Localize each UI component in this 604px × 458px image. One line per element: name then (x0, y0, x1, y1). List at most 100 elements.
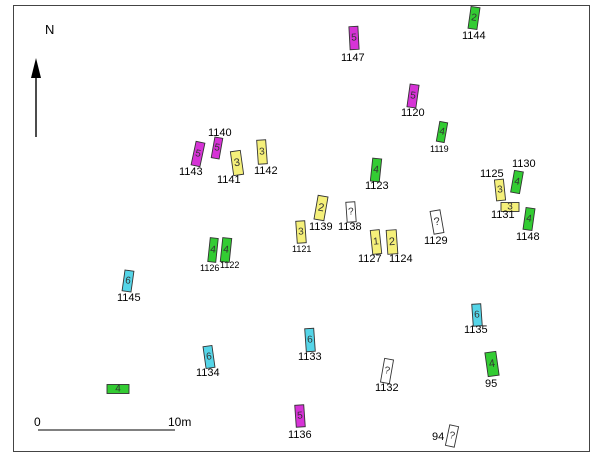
feature-marker: 3 (500, 202, 520, 213)
feature-number: 3 (233, 157, 241, 170)
feature-marker: 2 (313, 194, 329, 222)
feature-marker: 4 (510, 169, 524, 195)
feature-marker: ? (444, 424, 460, 448)
feature-number: 2 (389, 236, 396, 248)
feature-id-label: 1131 (491, 209, 515, 221)
feature-id-label: 1148 (516, 231, 540, 243)
feature-marker: 5 (348, 25, 360, 51)
feature-number: 6 (307, 334, 314, 345)
feature-marker: 3 (493, 178, 507, 202)
feature-number: 4 (210, 244, 217, 256)
feature-rect (444, 424, 460, 448)
feature-id-label: 1132 (375, 382, 399, 394)
feature-marker: 5 (406, 83, 420, 109)
feature-rect (207, 237, 219, 263)
feature-number: 5 (213, 142, 221, 154)
feature-rect (467, 5, 481, 31)
feature-id-label: 1127 (358, 253, 382, 265)
feature-id-label: 1143 (179, 166, 203, 178)
feature-marker: ? (379, 357, 395, 385)
feature-rect (295, 220, 307, 244)
feature-rect (210, 136, 224, 160)
feature-number: 6 (124, 275, 131, 287)
feature-number: 3 (298, 226, 305, 237)
feature-number: 4 (525, 213, 532, 225)
feature-id-label: 1122 (220, 260, 240, 270)
feature-rect (493, 178, 507, 202)
feature-rect (294, 404, 306, 428)
feature-rect (379, 357, 395, 385)
feature-marker: 5 (190, 140, 206, 168)
feature-rect (369, 157, 383, 183)
feature-number: 3 (259, 146, 266, 157)
feature-rect (256, 139, 268, 165)
feature-id-label: 1141 (217, 174, 241, 186)
feature-number: 4 (488, 358, 496, 371)
feature-rect (510, 169, 524, 195)
feature-id-label: 1145 (117, 292, 141, 304)
feature-rect (435, 120, 449, 144)
feature-rect (304, 327, 316, 353)
scale-start-label: 0 (34, 415, 41, 429)
feature-rect (429, 209, 445, 235)
feature-marker: ? (429, 209, 445, 235)
feature-marker: 6 (202, 344, 216, 370)
feature-marker: 4 (219, 237, 233, 263)
feature-rect (313, 194, 329, 222)
feature-rect (219, 237, 233, 263)
feature-marker: 4 (207, 237, 219, 263)
feature-id-label: 1140 (208, 127, 232, 139)
feature-number: 4 (373, 164, 380, 176)
feature-marker: 6 (304, 327, 316, 353)
feature-marker: 6 (121, 269, 135, 293)
feature-marker: 5 (210, 136, 224, 160)
feature-number: 3 (507, 202, 513, 213)
feature-number: 6 (474, 309, 481, 320)
feature-rect (345, 201, 357, 223)
feature-id-label: 1126 (200, 263, 220, 273)
feature-number: 1 (373, 236, 380, 248)
feature-marker: 4 (484, 350, 500, 378)
feature-id-label: 1147 (341, 52, 365, 64)
feature-number: 5 (409, 90, 416, 102)
feature-id-label: 1121 (292, 244, 312, 254)
feature-number: 6 (205, 351, 212, 363)
feature-id-label: 1124 (389, 253, 413, 265)
map-frame (13, 5, 590, 452)
north-arrow-icon (31, 58, 41, 137)
feature-rect (522, 206, 536, 232)
scale-end-label: 10m (168, 415, 192, 429)
feature-rect (500, 202, 520, 212)
feature-marker: 1 (369, 229, 383, 255)
feature-marker: 3 (256, 139, 268, 165)
feature-number: 3 (497, 184, 504, 196)
feature-id-label: 1142 (254, 165, 278, 177)
feature-id-label: 1133 (298, 351, 322, 363)
feature-marker: 4 (522, 206, 536, 232)
feature-id-label: 1120 (401, 107, 425, 119)
feature-id-label: 1119 (430, 144, 449, 154)
feature-id-label: 1130 (512, 158, 536, 170)
feature-marker: 3 (229, 149, 245, 177)
feature-id-label: 1138 (338, 221, 362, 233)
feature-id-label: 1125 (480, 168, 504, 180)
feature-rect (229, 149, 245, 177)
feature-rect (406, 83, 420, 109)
feature-number: ? (348, 206, 355, 217)
feature-number: ? (433, 216, 441, 229)
feature-number: 5 (351, 32, 358, 43)
feature-rect (121, 269, 135, 293)
feature-marker: ? (345, 201, 357, 223)
feature-number: 4 (115, 384, 121, 395)
feature-number: 2 (317, 202, 325, 215)
feature-number: ? (383, 365, 391, 377)
feature-rect (471, 303, 483, 327)
feature-number: 4 (223, 244, 230, 256)
feature-rect (106, 384, 130, 394)
feature-rect (190, 140, 206, 168)
feature-marker: 4 (435, 120, 449, 144)
feature-number: 5 (194, 148, 202, 160)
